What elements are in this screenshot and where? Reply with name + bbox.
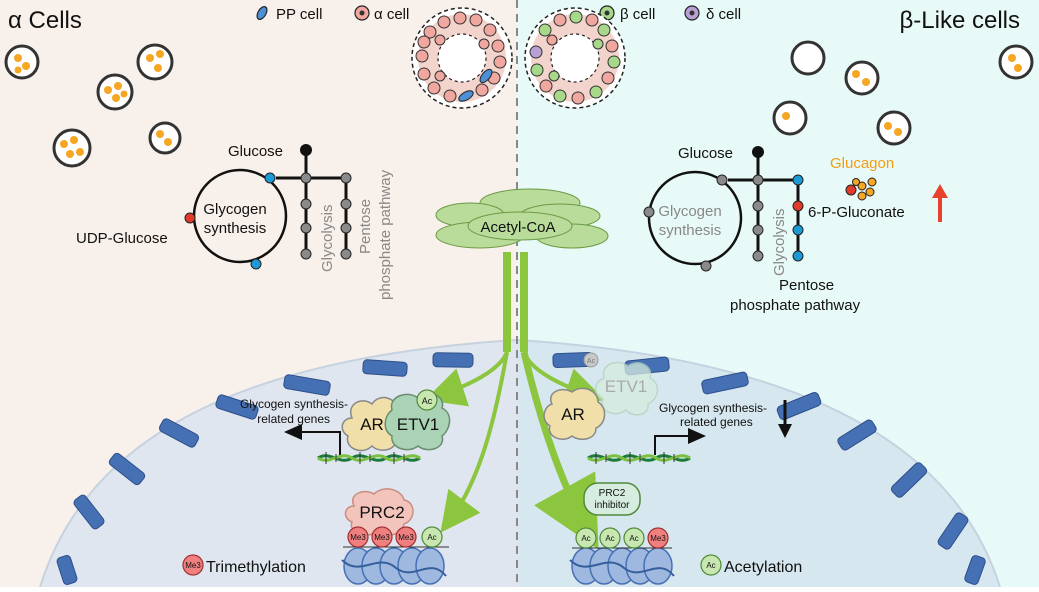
- dna-helix-left: [317, 452, 421, 464]
- transcription-arrow-right: [654, 428, 706, 455]
- ar-label-right: AR: [561, 405, 585, 424]
- ar-label: AR: [360, 415, 384, 434]
- gluconate-node: [792, 200, 804, 212]
- vesicle: [4, 44, 40, 80]
- legend-alpha-cell: α cell: [354, 5, 409, 23]
- pp-cell-icon: [256, 6, 268, 20]
- increase-arrow: [932, 184, 948, 222]
- ppp-label-left-2: phosphate pathway: [377, 169, 394, 300]
- histone-marks-right: Ac Ac Ac Me3: [575, 527, 669, 549]
- right-panel-title: β-Like cells: [899, 7, 1020, 34]
- ac-marker-etv1: [416, 389, 438, 411]
- etv1-label: ETV1: [397, 415, 440, 434]
- acetylation-key: Ac Acetylation: [700, 554, 802, 576]
- legend-delta-cell-label: δ cell: [706, 6, 741, 23]
- vesicle: [148, 121, 182, 155]
- glucagon-cluster: [845, 177, 877, 201]
- gluconate-label: 6-P-Gluconate: [808, 204, 905, 221]
- glycogen-synthesis-label-1: Glycogen: [203, 201, 266, 218]
- genes-label-left-1: Glycogen synthesis-: [240, 397, 348, 411]
- acetylation-key-marker: Ac: [706, 561, 715, 570]
- trimethylation-key-marker: Me3: [185, 561, 201, 570]
- islet-right: [524, 7, 626, 109]
- glycogen-cycle-right: [647, 170, 743, 266]
- histone-marks-left: Me3 Me3 Me3 Ac: [347, 526, 443, 548]
- prc2-inhibitor: PRC2 inhibitor: [583, 482, 641, 516]
- glucagon-vesicles-left: [4, 43, 182, 168]
- nuclear-envelope: [56, 351, 986, 585]
- vesicle: [52, 128, 92, 168]
- glucose-node: [300, 144, 312, 156]
- legend-alpha-cell-label: α cell: [374, 6, 409, 23]
- histone-mark-left-3: Me3: [398, 533, 414, 542]
- histone-mark-right-2: Ac: [605, 534, 614, 543]
- glucagon-label: Glucagon: [830, 155, 894, 172]
- prc2-complex: PRC2: [344, 488, 414, 537]
- pathway-left: Glycogen synthesis UDP-Glucose Glucose G…: [76, 143, 394, 300]
- udp-glucose-label: UDP-Glucose: [76, 230, 168, 247]
- histone-mark-left-2: Me3: [374, 533, 390, 542]
- legend-pp-cell: PP cell: [256, 6, 322, 23]
- histones-left: Me3 Me3 Me3 Ac: [341, 526, 449, 585]
- glucose-label-left: Glucose: [228, 143, 283, 160]
- udp-glucose-node: [184, 212, 196, 224]
- trimethylation-label: Trimethylation: [206, 559, 306, 576]
- glycogen-synthesis-label-2: synthesis: [204, 220, 267, 237]
- trimethylation-key: Me3 Trimethylation: [182, 554, 306, 576]
- ppp-label-right-2: phosphate pathway: [730, 297, 861, 314]
- glycogen-synthesis-label-right-1: Glycogen: [658, 203, 721, 220]
- decrease-arrow: [778, 400, 792, 438]
- genes-label-left-2: related genes: [257, 412, 330, 426]
- etv1-label-right: ETV1: [605, 377, 648, 396]
- dna-helix-right: [587, 452, 691, 464]
- pathway-right: Glycogen synthesis Glucose Glycolysis 6-…: [643, 145, 948, 314]
- glucose-label-right: Glucose: [678, 145, 733, 162]
- glucagon-vesicles-right: [772, 40, 1034, 146]
- acetyl-coa-flow: [424, 252, 606, 550]
- legend-pp-cell-label: PP cell: [276, 6, 322, 23]
- histone-mark-right-1: Ac: [581, 534, 590, 543]
- etv1-protein-faded: [594, 361, 659, 416]
- vesicle: [136, 43, 174, 81]
- prc2-inhibitor-label-1: PRC2: [599, 488, 626, 499]
- histones-right: Ac Ac Ac Me3: [569, 527, 675, 585]
- left-panel-title: α Cells: [8, 7, 82, 34]
- legend-delta-cell: δ cell: [684, 5, 741, 23]
- histone-mark-right-4: Me3: [650, 534, 666, 543]
- ppp-label-right-1: Pentose: [779, 277, 834, 294]
- vesicle: [790, 40, 826, 76]
- nucleus-left-factors: AR ETV1 Ac Glycogen synthesis- related g…: [240, 389, 451, 455]
- legend-beta-cell: β cell: [599, 5, 655, 23]
- glycolysis-label-right: Glycolysis: [771, 208, 788, 276]
- acetyl-coa-cluster: Acetyl-CoA: [435, 188, 609, 249]
- vesicle: [772, 100, 808, 136]
- glycolysis-label-left: Glycolysis: [319, 204, 336, 272]
- ppp-label-left-1: Pentose: [357, 199, 374, 254]
- genes-label-right-1: Glycogen synthesis-: [659, 401, 767, 415]
- ar-protein-right: [543, 387, 606, 441]
- histone-mark-left-1: Me3: [350, 533, 366, 542]
- acetylation-label: Acetylation: [724, 559, 802, 576]
- ac-marker-etv1-label: Ac: [422, 396, 433, 406]
- vesicle: [876, 110, 912, 146]
- histone-mark-left-4: Ac: [427, 533, 436, 542]
- genes-label-right-2: related genes: [680, 415, 753, 429]
- glycogen-synthesis-label-right-2: synthesis: [659, 222, 722, 239]
- vesicle: [998, 44, 1034, 80]
- ac-marker-faded-label: Ac: [587, 358, 596, 365]
- vesicle: [96, 73, 134, 111]
- ac-marker-faded: [583, 352, 599, 368]
- islet-left: [411, 7, 513, 109]
- histone-mark-right-3: Ac: [629, 534, 638, 543]
- prc2-label: PRC2: [359, 503, 404, 522]
- legend-beta-cell-label: β cell: [620, 6, 655, 23]
- transcription-arrow-left: [284, 424, 341, 455]
- vesicle: [844, 60, 880, 96]
- acetyl-coa-label: Acetyl-CoA: [480, 219, 555, 236]
- nucleus-right-factors: Ac ETV1 AR Glycogen synthesis- related g…: [543, 352, 792, 455]
- glucose-node-right: [752, 146, 764, 158]
- prc2-inhibitor-label-2: inhibitor: [594, 500, 630, 511]
